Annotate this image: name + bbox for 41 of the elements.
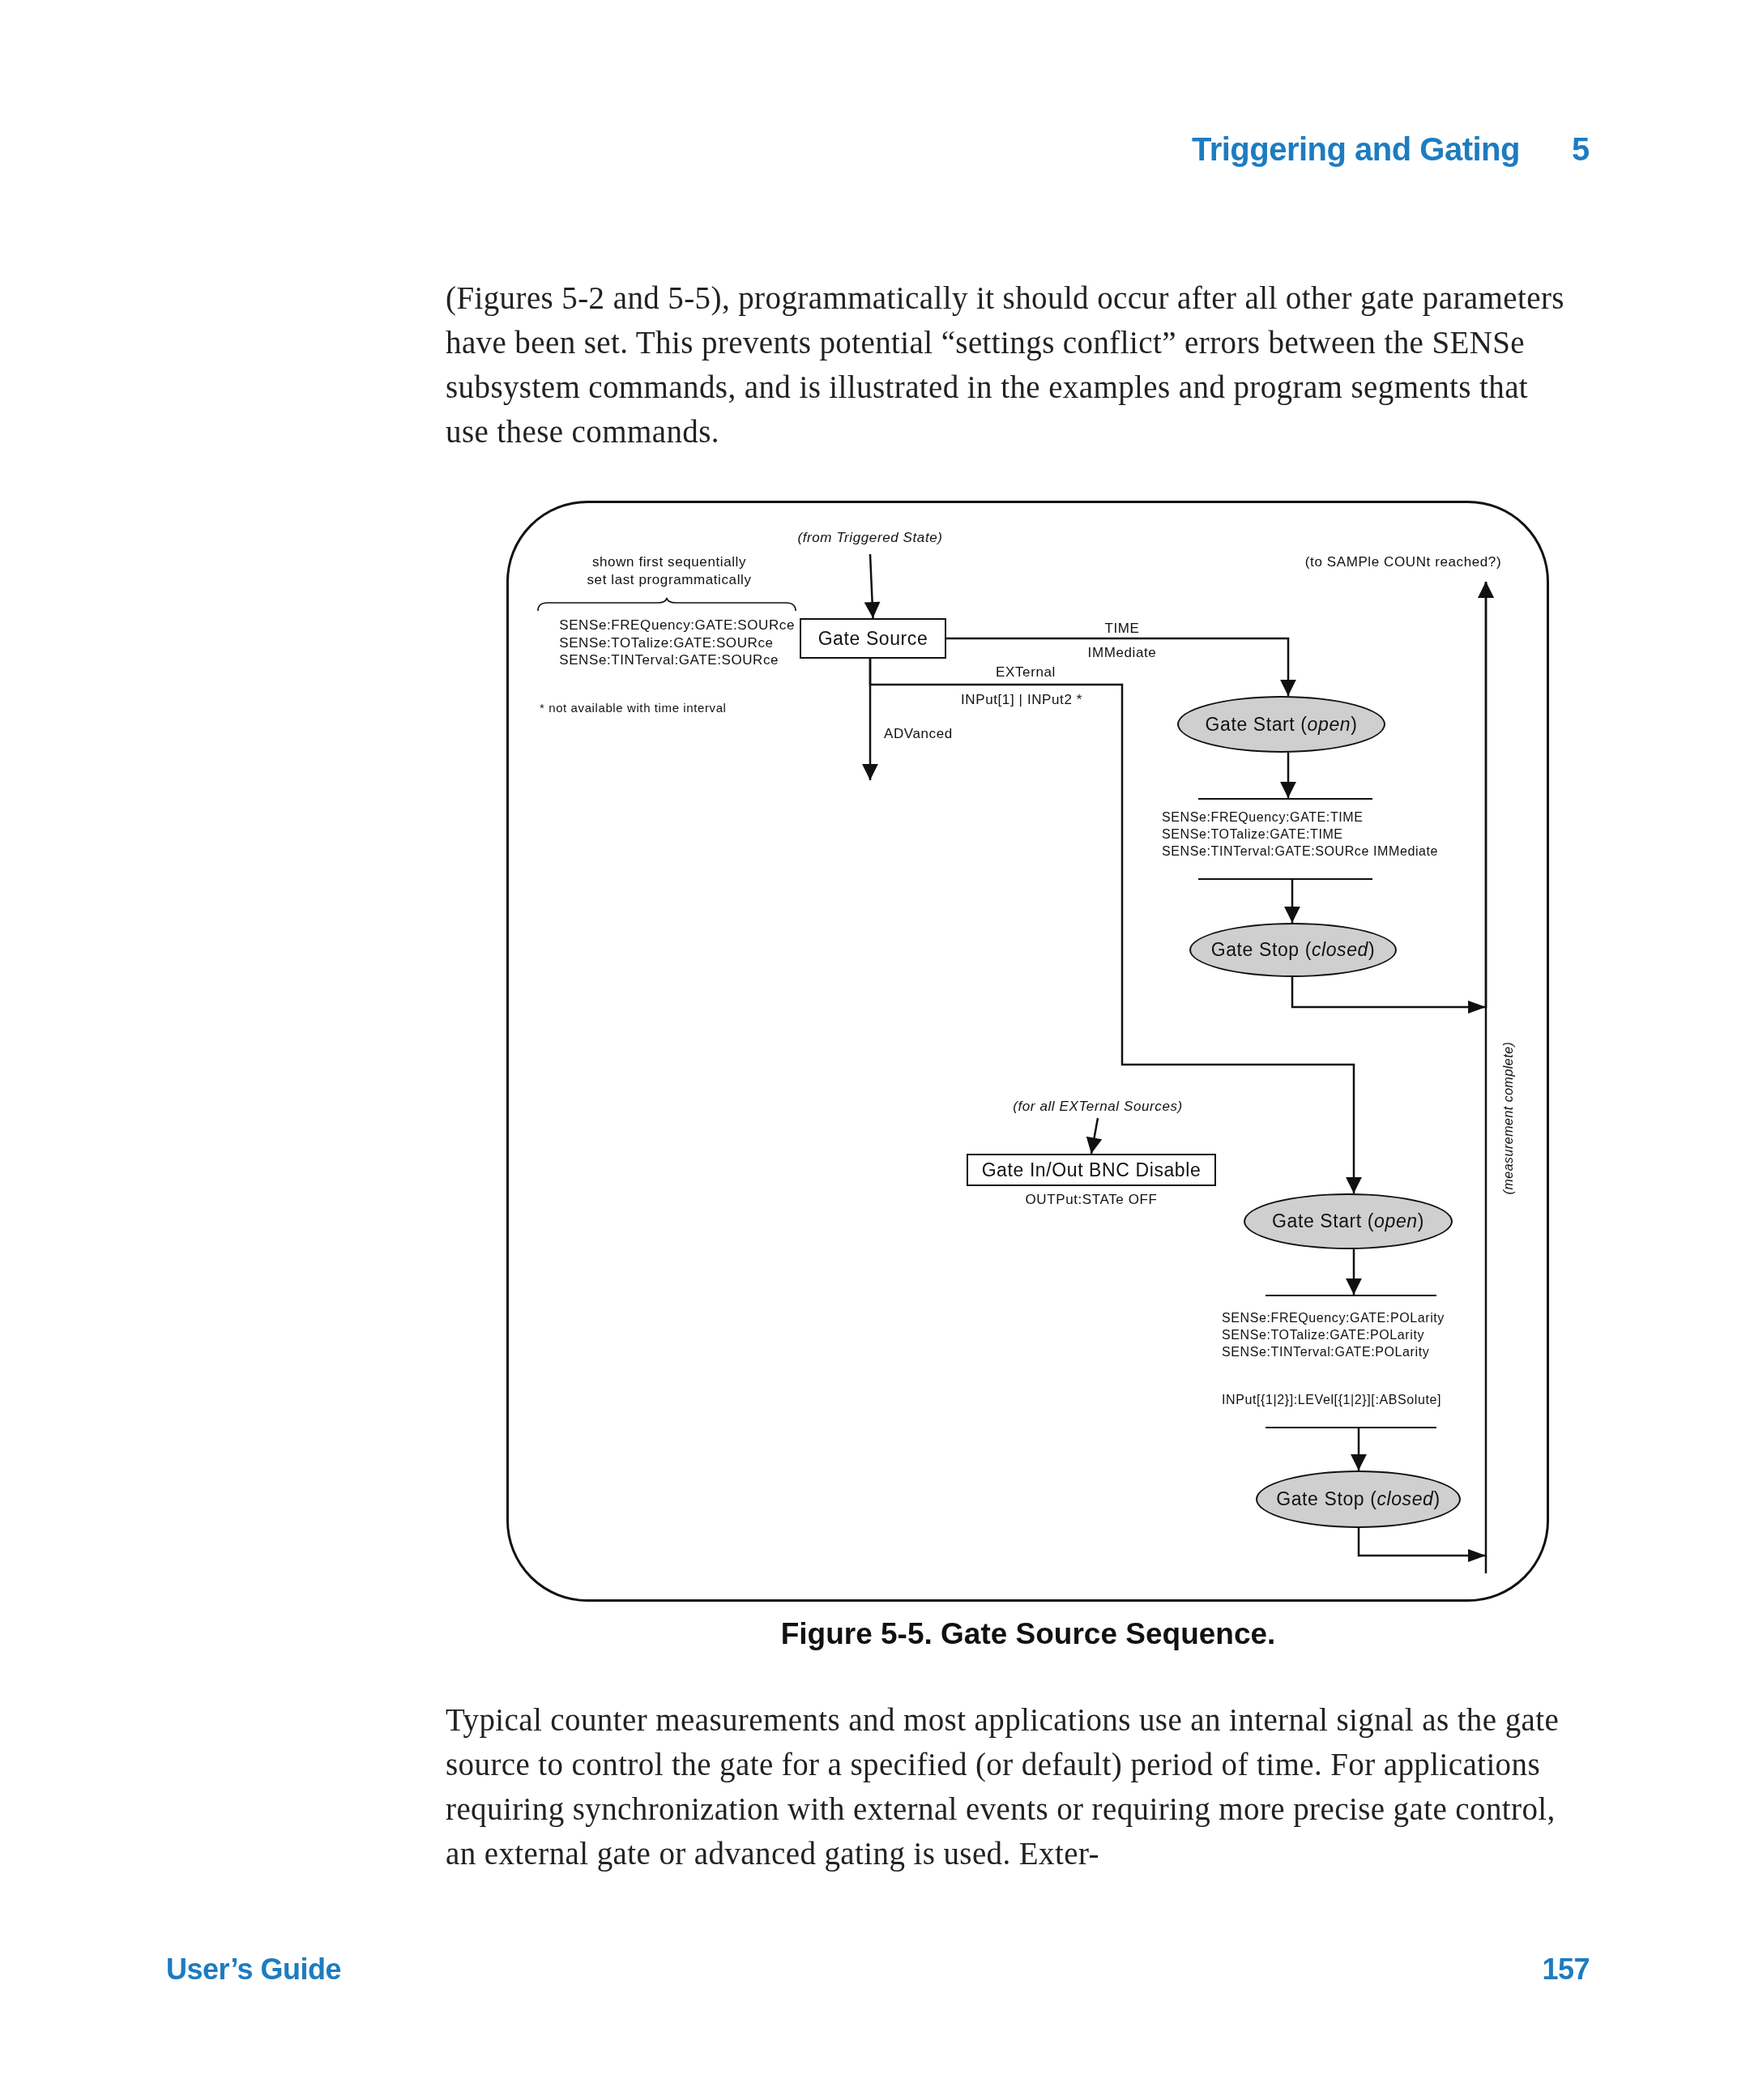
note-text: shown first sequentially set last programmatically xyxy=(586,553,753,589)
arrow xyxy=(1346,1249,1362,1295)
command-text: SENSe:FREQuency:GATE:TIME xyxy=(1162,809,1364,826)
arrow xyxy=(862,659,878,780)
state-label: Gate Stop (closed) xyxy=(1276,1488,1441,1510)
page-number: 157 xyxy=(1542,1953,1590,1987)
state-label: Gate Stop (closed) xyxy=(1210,939,1376,961)
box-label: Gate In/Out BNC Disable xyxy=(981,1159,1202,1181)
line-label: (measurement complete) xyxy=(1501,1041,1516,1195)
chapter-number: 5 xyxy=(1572,131,1590,168)
arrow xyxy=(1357,582,1494,1573)
command-text: SENSe:FREQuency:GATE:SOURce xyxy=(559,617,795,634)
arrow xyxy=(1284,880,1300,923)
body-paragraph: Typical counter measurements and most applications use an internal signal as the gate source to control the gate for a specified (or default) period of time. For applications requiring synchronization with external events or requiring more precise gate control, an external gate or advanced gating is used. Exter- xyxy=(446,1701,1560,1873)
note-text: (from Triggered State) xyxy=(773,527,967,549)
note-text: (for all EXTernal Sources) xyxy=(992,1095,1203,1118)
section-header: Triggering and Gating xyxy=(1191,131,1520,168)
state-label: Gate Start (open) xyxy=(1205,713,1358,736)
arrow xyxy=(946,637,1296,696)
branch-label: IMMediate xyxy=(1087,643,1157,662)
figure-caption: Figure 5-5. Gate Source Sequence. xyxy=(780,1617,1276,1651)
note-text: (to SAMPle COUNt reached?) xyxy=(1293,551,1513,574)
command-text: SENSe:FREQuency:GATE:POLarity xyxy=(1222,1310,1445,1326)
box-label: Gate Source xyxy=(817,627,928,650)
command-text: SENSe:TINTerval:GATE:POLarity xyxy=(1222,1344,1430,1360)
arrow xyxy=(1351,1428,1367,1470)
footnote: * not available with time interval xyxy=(540,700,727,716)
state-label: Gate Start (open) xyxy=(1272,1210,1424,1232)
command-text: SENSe:TOTalize:GATE:TIME xyxy=(1162,826,1343,843)
command-text: SENSe:TINTerval:GATE:SOURce IMMediate xyxy=(1162,843,1439,860)
arrow xyxy=(1280,753,1296,798)
footer-text: User’s Guide xyxy=(166,1953,342,1987)
command-text: INPut[{1|2}]:LEVel[{1|2}][:ABSolute] xyxy=(1222,1392,1441,1408)
command-text: SENSe:TINTerval:GATE:SOURce xyxy=(559,651,780,669)
command-text: SENSe:TOTalize:GATE:SOURce xyxy=(559,634,775,651)
command-text: SENSe:TOTalize:GATE:POLarity xyxy=(1222,1327,1425,1343)
arrow xyxy=(864,553,881,619)
arrow xyxy=(1086,1117,1103,1155)
body-paragraph: (Figures 5-2 and 5-5), programmatically it should occur after all other gate parameters have been set. This prevents potential “settings conflict” errors between the SENSe subsystem commands, and is illustrated in the examples and program segments that use these commands. xyxy=(446,280,1565,450)
command-text: OUTPut:STATe OFF xyxy=(1025,1191,1158,1209)
branch-label: INPut[1] | INPut2 * xyxy=(961,690,1082,709)
